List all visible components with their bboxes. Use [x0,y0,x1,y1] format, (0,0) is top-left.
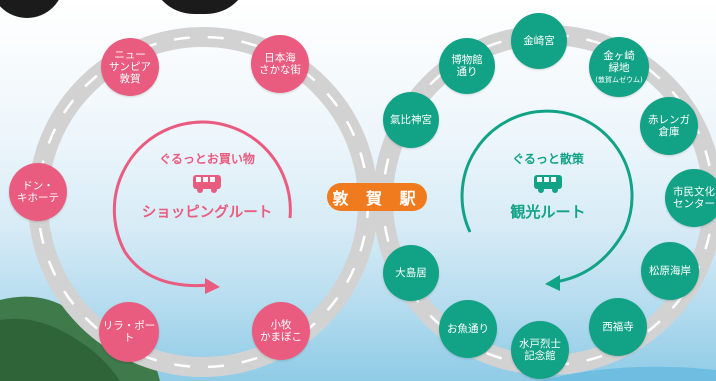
sightseeing-title: 観光ルート [510,203,586,221]
stop-label: リラ・ポート [102,319,156,344]
stop-label-small: (敦賀ムゼウム) [595,75,643,84]
stop-label: 記念館 [524,350,556,362]
shopping-route-arrow [112,120,292,253]
station-badge[interactable]: 敦 賀 駅 [327,183,427,211]
stop-lira-port[interactable]: リラ・ポート [99,302,159,362]
stop-label: ドン・ [22,179,54,192]
stop-label: センター [673,198,715,210]
stop-label: 大島居 [395,266,427,279]
stop-label: 赤レンガ [648,113,690,126]
bus-icon [193,175,221,193]
stop-label: 敦賀 [119,73,141,86]
stop-label: 金崎宮 [523,34,555,47]
stop-label: 小牧 [270,318,292,331]
stop-osakana-street[interactable]: お魚通り [439,300,497,358]
sightseeing-route-center: ぐるっと散策 観光ルート [470,150,626,222]
stop-label: さかな街 [259,64,301,76]
stop-label: 松原海岸 [649,264,691,277]
shopping-arrowhead [205,278,220,294]
shopping-route-arrow [123,251,211,288]
stop-kanegasaki-ryokuchi[interactable]: 金ヶ崎 緑地 (敦賀ムゼウム) [589,37,649,97]
stop-label: キホーテ [17,192,59,204]
shopping-title: ショッピングルート [141,205,273,221]
shopping-subtitle: ぐるっとお買い物 [159,152,255,166]
stop-don-quijote[interactable]: ドン・ キホーテ [9,163,67,221]
stop-nihonkai-sakana[interactable]: 日本海 さかな街 [251,35,309,93]
stop-label: 氣比神宮 [390,113,432,126]
stop-label: 西福寺 [602,320,634,333]
bus-icon [534,175,562,193]
stop-museum-street[interactable]: 博物館 通り [439,38,495,94]
stop-red-brick[interactable]: 赤レンガ 倉庫 [640,97,698,155]
shopping-route-center: ぐるっとお買い物 ショッピングルート [118,150,296,222]
stop-label: お魚通り [447,322,489,335]
stop-label: サンピア [109,60,151,73]
sightseeing-subtitle: ぐるっと散策 [512,152,584,166]
stop-kehi-jingu[interactable]: 氣比神宮 [383,92,439,148]
sightseeing-route-arrow [460,109,634,233]
stop-label: 金ヶ崎 [603,50,635,63]
stop-label: 市民文化 [673,185,715,198]
stop-komaki-kamaboko[interactable]: 小牧 かまぼこ [252,302,310,360]
sightseeing-route-arrow [554,229,627,284]
stop-label: 博物館 [451,53,483,66]
stop-label: 水戸烈士 [519,337,561,350]
stop-kanegasaki-gu[interactable]: 金崎宮 [511,13,567,69]
stop-label: ニュー [114,48,146,61]
stop-mito-memorial[interactable]: 水戸烈士 記念館 [511,321,569,379]
stop-label: 日本海 [264,51,296,64]
stop-otorii[interactable]: 大島居 [383,245,439,301]
stop-saifukuji[interactable]: 西福寺 [589,298,647,356]
stop-label: 倉庫 [658,126,680,138]
stop-label: 緑地 [608,62,630,75]
stop-label: かまぼこ [260,331,302,343]
stop-label: 通り [456,66,478,78]
sightseeing-arrowhead [545,275,560,291]
stop-civic-culture-center[interactable]: 市民文化 センター [665,169,716,227]
stop-new-sanpia[interactable]: ニュー サンピア 敦賀 [101,38,159,96]
stop-matsubara-beach[interactable]: 松原海岸 [641,242,699,300]
